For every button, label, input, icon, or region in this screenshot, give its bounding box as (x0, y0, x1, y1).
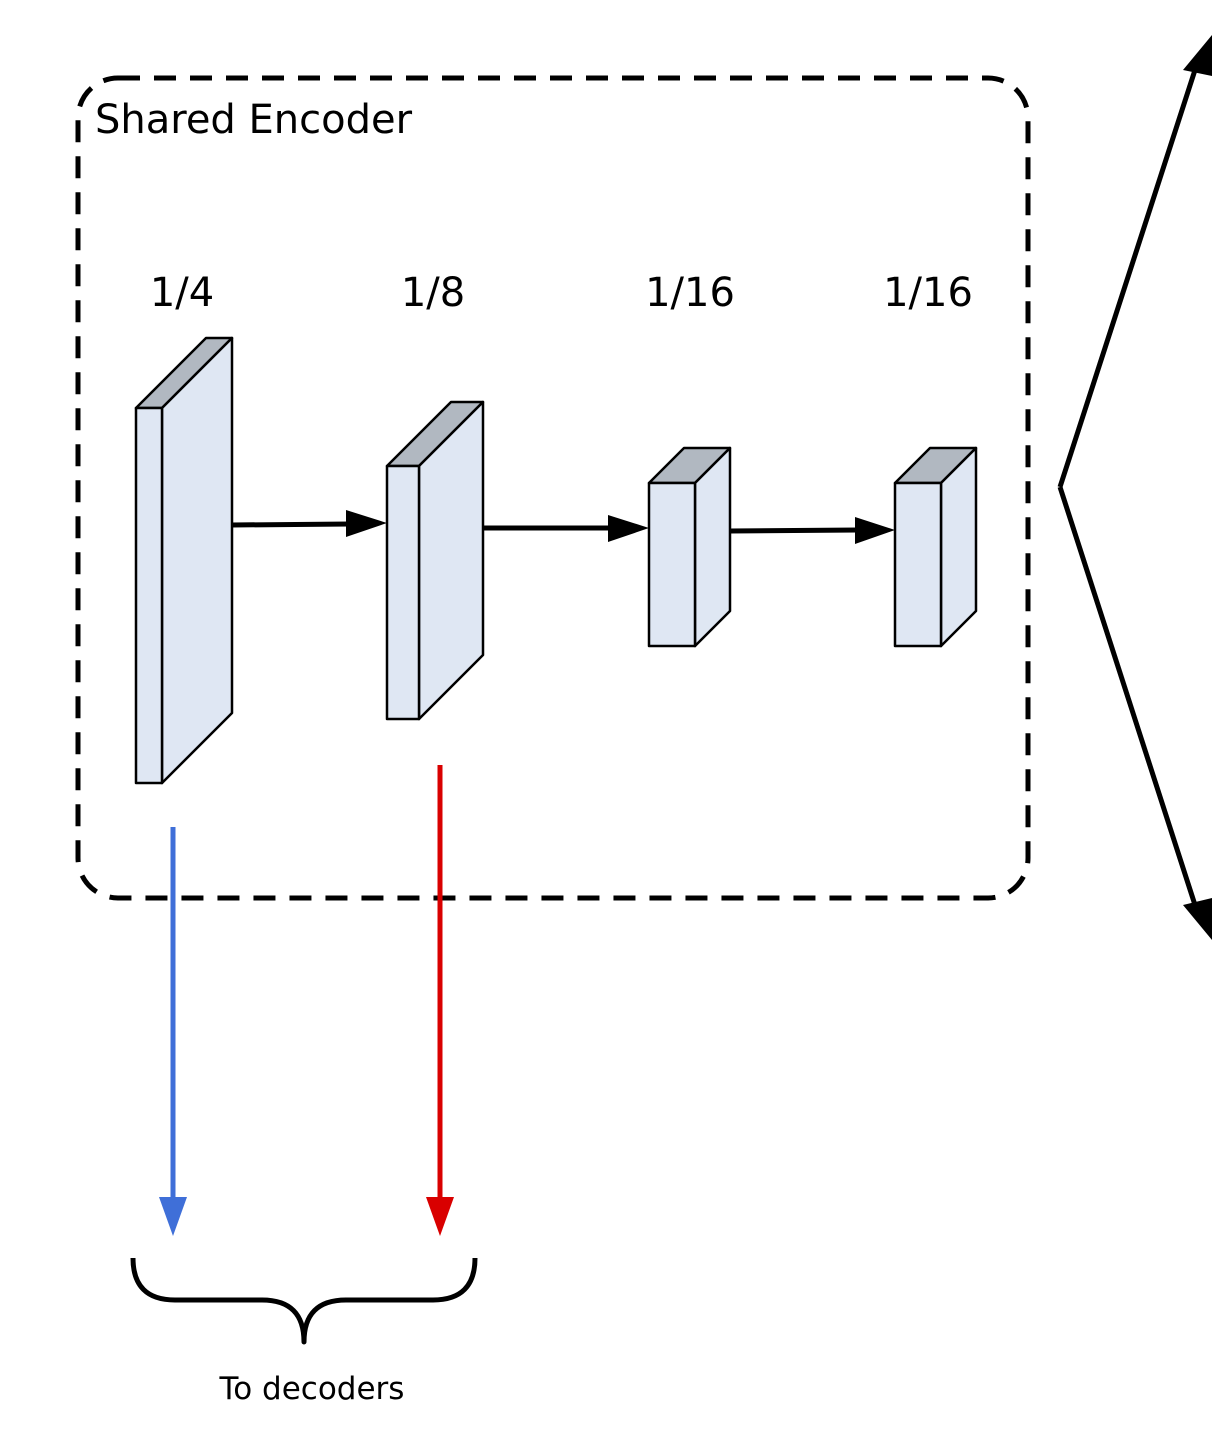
feature-block-2 (385, 400, 485, 721)
scale-label-1: 1/4 (150, 270, 214, 316)
branch-arrow-down (1057, 486, 1212, 940)
scale-label-3: 1/16 (645, 270, 735, 316)
scale-label-2: 1/8 (401, 270, 465, 316)
forward-arrow-1 (231, 510, 387, 537)
feature-block-1 (134, 336, 234, 785)
skip-arrow-red (426, 765, 454, 1236)
forward-arrow-3 (729, 517, 895, 544)
forward-arrow-2 (483, 515, 649, 542)
scale-label-4: 1/16 (883, 270, 973, 316)
skip-arrow-blue (159, 827, 187, 1236)
shared-encoder-box (75, 75, 1031, 901)
encoder-title: Shared Encoder (95, 97, 413, 143)
branch-arrow-up (1057, 35, 1212, 488)
feature-block-4 (893, 446, 978, 648)
to-decoders-label: To decoders (219, 1371, 405, 1407)
decoders-brace (130, 1257, 478, 1345)
feature-block-3 (647, 446, 732, 648)
